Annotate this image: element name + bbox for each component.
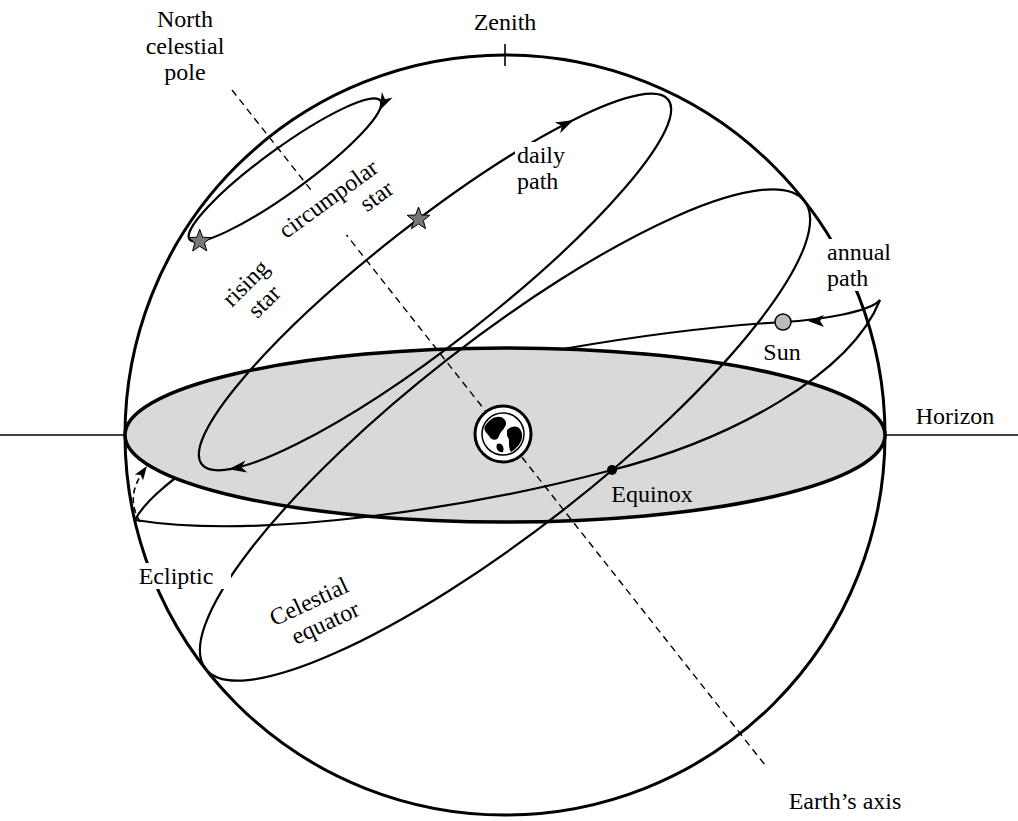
- earth-symbol: [475, 406, 531, 462]
- horizon-label: Horizon: [905, 403, 1005, 429]
- annual-path-label: annual path: [825, 239, 919, 292]
- sun-label: Sun: [752, 339, 812, 365]
- earth-continent: [496, 443, 503, 452]
- pole-label: North celestial pole: [129, 6, 241, 85]
- earth-globe: [482, 413, 524, 455]
- equinox-point: [607, 465, 617, 475]
- star-symbol: [407, 207, 430, 229]
- arrowhead: [374, 92, 393, 113]
- star-symbol: [188, 229, 211, 251]
- daily-path-label: daily path: [515, 142, 595, 195]
- circumpolar-label: circumpolar star: [256, 153, 400, 278]
- horizon-line: [0, 434, 125, 436]
- arrowhead: [808, 315, 824, 327]
- celestial-sphere: [125, 55, 885, 815]
- arrowhead: [228, 461, 248, 476]
- zenith-tick: [504, 44, 506, 66]
- daily-path: [165, 52, 705, 511]
- earth-axis: [232, 90, 765, 765]
- horizon-line: [885, 434, 1018, 436]
- arrowhead: [555, 115, 576, 134]
- equinox-label: Equinox: [602, 481, 702, 507]
- earth-continent: [484, 417, 506, 440]
- equator-label: Celestial equator: [234, 571, 365, 670]
- zenith-label: Zenith: [455, 9, 555, 35]
- sun-symbol: [775, 314, 791, 330]
- celestial-equator: [147, 126, 863, 744]
- ecliptic-label: Ecliptic: [121, 563, 231, 589]
- axis-label: Earth’s axis: [765, 788, 925, 814]
- arrowhead: [135, 463, 151, 480]
- earth-continent: [507, 427, 522, 452]
